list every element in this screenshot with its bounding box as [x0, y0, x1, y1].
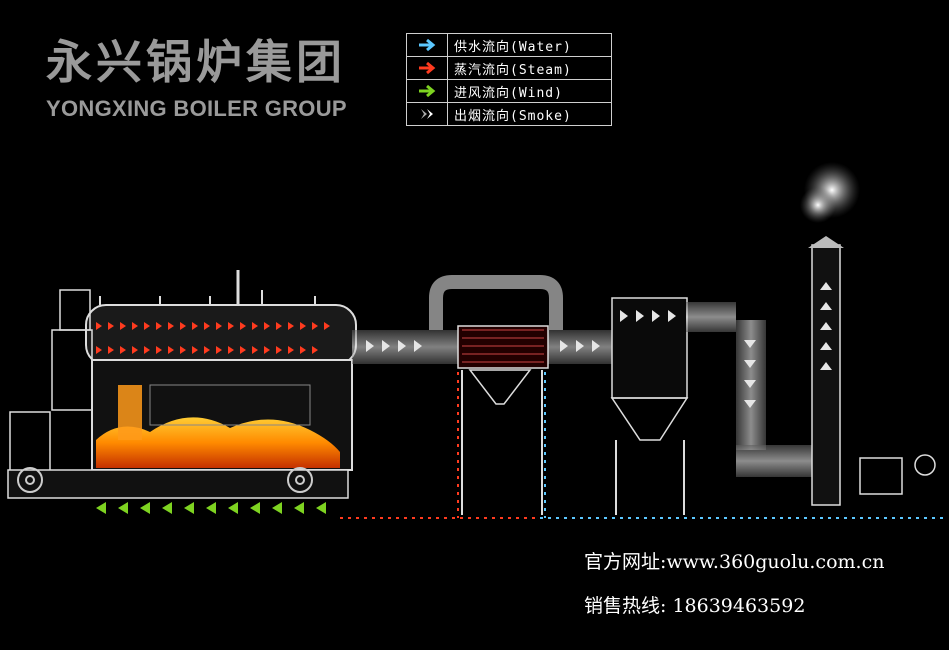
smoke-flow-arrow-icon [407, 103, 448, 125]
water-flow-arrow-icon [407, 34, 448, 56]
legend-item-water: 供水流向(Water) [407, 34, 611, 57]
wind-flow-arrows [96, 502, 326, 514]
legend-item-smoke: 出烟流向(Smoke) [407, 103, 611, 125]
draft-fan [859, 454, 936, 495]
legend-item-steam: 蒸汽流向(Steam) [407, 57, 611, 80]
steam-flow-arrows [96, 322, 330, 354]
flow-legend: 供水流向(Water) 蒸汽流向(Steam) 进风流向(Wind) 出烟流向(… [406, 33, 612, 126]
website-address: 官方网址:www.360guolu.com.cn [584, 551, 885, 573]
legend-label: 供水流向(Water) [454, 39, 572, 55]
steam-return-line [340, 372, 540, 519]
dust-collector [610, 297, 689, 515]
brand-name-cn: 永兴锅炉集团 [46, 35, 346, 89]
furnace-fire [96, 384, 340, 468]
grate-gear-icon [17, 467, 313, 493]
sales-hotline: 销售热线: 18639463592 [584, 595, 806, 617]
brand-name-en: YONGXING BOILER GROUP [46, 96, 347, 121]
legend-item-wind: 进风流向(Wind) [407, 80, 611, 103]
draft-duct [686, 302, 826, 477]
steam-flow-arrow-icon [407, 57, 448, 79]
smoke-flow-arrows [366, 282, 832, 408]
legend-label: 进风流向(Wind) [454, 85, 563, 101]
legend-label: 出烟流向(Smoke) [454, 108, 572, 124]
economizer [457, 325, 549, 515]
wind-flow-arrow-icon [407, 80, 448, 102]
legend-label: 蒸汽流向(Steam) [454, 62, 572, 78]
water-flow-line [540, 372, 945, 519]
